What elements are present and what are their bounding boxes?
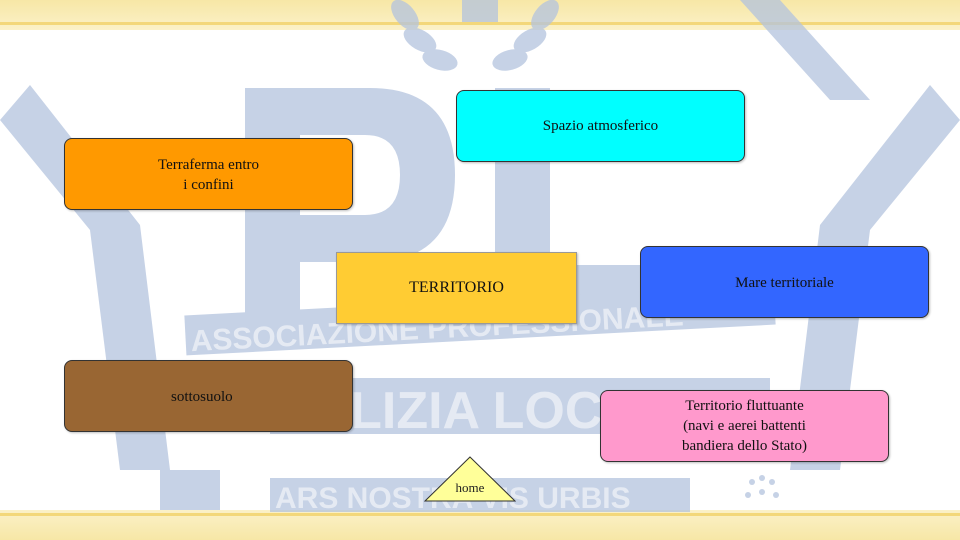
bottom-decorative-line bbox=[0, 513, 960, 516]
node-sottosuolo[interactable]: sottosuolo bbox=[64, 360, 353, 432]
node-terraferma[interactable]: Terraferma entro i confini bbox=[64, 138, 353, 210]
triangle-icon bbox=[424, 456, 516, 502]
node-label: Spazio atmosferico bbox=[542, 117, 659, 134]
home-label: home bbox=[455, 480, 485, 495]
laurel-wreath-icon bbox=[391, 0, 559, 71]
node-spazio-atmosferico[interactable]: Spazio atmosferico bbox=[456, 90, 745, 162]
node-label: sottosuolo bbox=[171, 389, 233, 405]
node-label: TERRITORIO bbox=[409, 279, 504, 297]
node-label: Territorio fluttuante (navi e aerei batt… bbox=[682, 397, 807, 455]
top-decorative-line bbox=[0, 22, 960, 25]
node-territorio-fluttuante[interactable]: Territorio fluttuante (navi e aerei batt… bbox=[600, 390, 889, 462]
node-label: Mare territoriale bbox=[735, 275, 834, 291]
home-button[interactable]: home bbox=[424, 456, 516, 502]
node-territorio[interactable]: TERRITORIO bbox=[336, 252, 577, 324]
eu-stars-icon bbox=[745, 475, 779, 498]
node-label: Terraferma entro i confini bbox=[158, 157, 259, 194]
node-mare-territoriale[interactable]: Mare territoriale bbox=[640, 246, 929, 318]
